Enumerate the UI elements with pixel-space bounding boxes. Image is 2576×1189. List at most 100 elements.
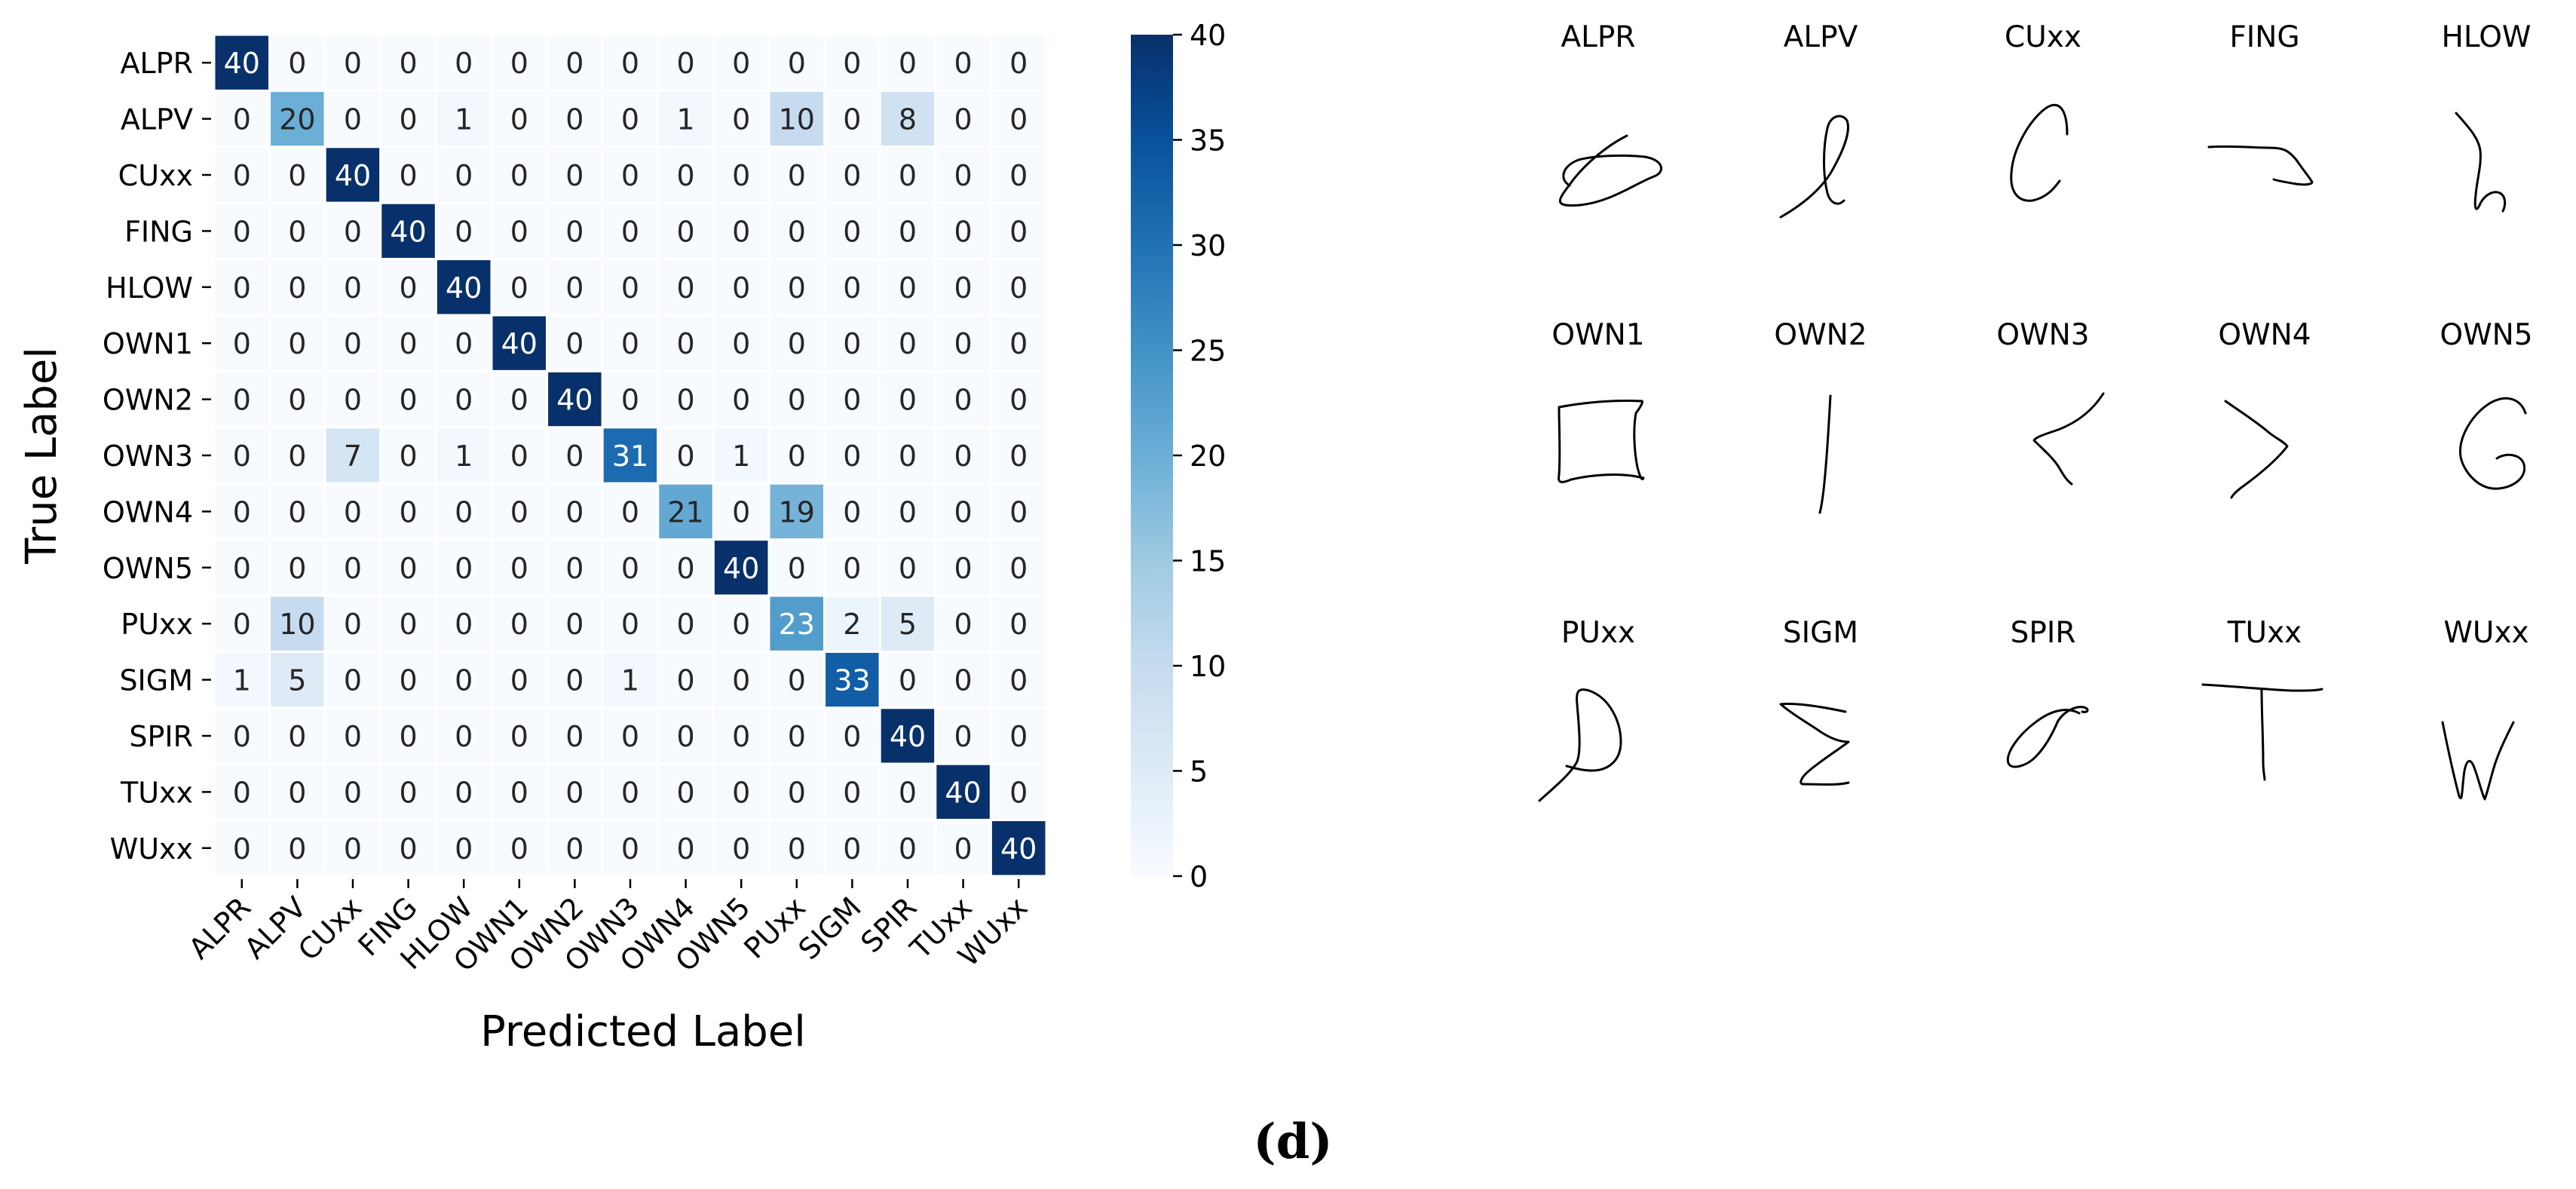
- gesture-own2: OWN2: [1774, 318, 1867, 514]
- x-tick-label: ALPR: [182, 890, 257, 965]
- cell-value-label: 0: [732, 495, 750, 529]
- cell-value-label: 23: [779, 608, 815, 641]
- cell-value-label: 0: [1009, 608, 1028, 641]
- heatmap-cell-own1-tuxx: [934, 314, 992, 372]
- cell-value-label: 0: [677, 327, 695, 360]
- heatmap-cell-cuxx-own2: [546, 146, 604, 204]
- cell-value-label: 0: [899, 159, 917, 192]
- cell-value-label: 0: [344, 832, 362, 866]
- heatmap-cell-hlow-own2: [546, 258, 604, 317]
- heatmap-cell-sigm-wuxx: [989, 650, 1048, 709]
- heatmap-cell-own2-own2: [546, 369, 604, 429]
- y-tick-label: ALPR: [121, 47, 193, 80]
- cell-value-label: 0: [400, 384, 418, 417]
- gesture-alpv: ALPV: [1779, 20, 1858, 219]
- colorbar-tick-label: 0: [1190, 860, 1208, 893]
- heatmap-cell-own1-wuxx: [989, 314, 1048, 372]
- cell-value-label: 0: [677, 552, 695, 585]
- gesture-stroke-hlow: [2455, 112, 2507, 213]
- cell-value-label: 0: [954, 552, 973, 585]
- heatmap-cell-own5-own2: [546, 538, 604, 597]
- cell-value-label: 0: [843, 327, 861, 360]
- cell-value-label: 0: [510, 440, 528, 473]
- y-tick-label: FING: [124, 215, 193, 248]
- heatmap-cell-puxx-sigm: [823, 594, 881, 653]
- heatmap-cell-own3-puxx: [767, 426, 826, 485]
- cell-value-label: 0: [1009, 552, 1028, 585]
- cell-value-label: 10: [779, 103, 815, 136]
- y-tick-label: CUxx: [118, 159, 193, 192]
- cell-value-label: 0: [621, 47, 639, 80]
- cell-value-label: 0: [455, 159, 473, 192]
- heatmap-cell-own3-own5: [712, 426, 770, 485]
- colorbar-tick-label: 40: [1190, 19, 1226, 52]
- cell-value-label: 10: [279, 608, 315, 641]
- cell-value-label: 0: [621, 215, 639, 248]
- cell-value-label: 0: [344, 776, 362, 809]
- cell-value-label: 0: [677, 271, 695, 305]
- cell-value-label: 0: [233, 776, 251, 809]
- cell-value-label: 31: [612, 440, 648, 473]
- cell-value-label: 0: [732, 384, 750, 417]
- heatmap-cell-sigm-cuxx: [323, 650, 382, 709]
- heatmap-cell-fing-cuxx: [323, 201, 382, 261]
- cell-value-label: 0: [565, 159, 584, 192]
- cell-value-label: 0: [677, 664, 695, 697]
- cell-value-label: 0: [565, 327, 584, 360]
- gesture-cuxx: CUxx: [2005, 20, 2081, 202]
- cell-value-label: 0: [565, 47, 584, 80]
- heatmap-cell-sigm-puxx: [767, 650, 826, 709]
- cell-value-label: 0: [621, 495, 639, 529]
- cell-value-label: 0: [954, 384, 973, 417]
- cell-value-label: 0: [954, 495, 973, 529]
- cell-value-label: 0: [1009, 271, 1028, 305]
- y-tick-label: OWN1: [103, 327, 193, 360]
- cell-value-label: 1: [732, 440, 750, 473]
- cell-value-label: 5: [288, 664, 306, 697]
- cell-value-label: 0: [843, 552, 861, 585]
- cell-value-label: 0: [843, 440, 861, 473]
- cell-value-label: 0: [510, 720, 528, 753]
- cell-value-label: 0: [899, 384, 917, 417]
- colorbar-tick-label: 30: [1190, 229, 1226, 262]
- cell-value-label: 7: [344, 440, 362, 473]
- heatmap-cell-sigm-alpr: [213, 650, 271, 709]
- gesture-stroke-sigm: [1779, 703, 1850, 786]
- heatmap-cell-tuxx-sigm: [823, 762, 881, 822]
- cell-value-label: 0: [233, 271, 251, 305]
- cell-value-label: 0: [843, 103, 861, 136]
- heatmap-cell-own2-own3: [601, 369, 660, 429]
- heatmap-cell-own1-spir: [878, 314, 937, 372]
- heatmap-cell-spir-own4: [657, 706, 715, 765]
- heatmap-cell-tuxx-spir: [878, 762, 937, 822]
- heatmap-cell-own2-own4: [657, 369, 715, 429]
- cell-value-label: 0: [788, 776, 806, 809]
- cell-value-label: 20: [279, 103, 315, 136]
- heatmap-cell-wuxx-alpv: [268, 819, 326, 878]
- heatmap-cell-hlow-sigm: [823, 258, 881, 317]
- cell-value-label: 0: [510, 103, 528, 136]
- heatmap-cell-tuxx-own2: [546, 762, 604, 822]
- gesture-own4: OWN4: [2218, 318, 2311, 499]
- colorbar-gradient: [1131, 35, 1173, 876]
- heatmap-cell-own5-sigm: [823, 538, 881, 597]
- cell-value-label: 0: [510, 159, 528, 192]
- colorbar-tick-label: 25: [1190, 335, 1226, 368]
- cell-value-label: 0: [1009, 159, 1028, 192]
- heatmap-cell-cuxx-wuxx: [989, 146, 1048, 204]
- gesture-stroke-own4: [2224, 400, 2289, 499]
- cell-value-label: 0: [233, 327, 251, 360]
- cell-value-label: 0: [288, 552, 306, 585]
- gesture-title-alpr: ALPR: [1561, 20, 1635, 54]
- cell-value-label: 0: [732, 159, 750, 192]
- cell-value-label: 0: [288, 720, 306, 753]
- cell-value-label: 0: [1009, 327, 1028, 360]
- heatmap-cell-own2-own1: [490, 369, 549, 429]
- cell-value-label: 0: [288, 495, 306, 529]
- cell-value-label: 0: [621, 159, 639, 192]
- cell-value-label: 0: [288, 776, 306, 809]
- heatmap-cell-fing-own1: [490, 201, 549, 261]
- gesture-stroke-cuxx: [2010, 103, 2069, 202]
- heatmap-cell-fing-puxx: [767, 201, 826, 261]
- cell-value-label: 0: [788, 832, 806, 866]
